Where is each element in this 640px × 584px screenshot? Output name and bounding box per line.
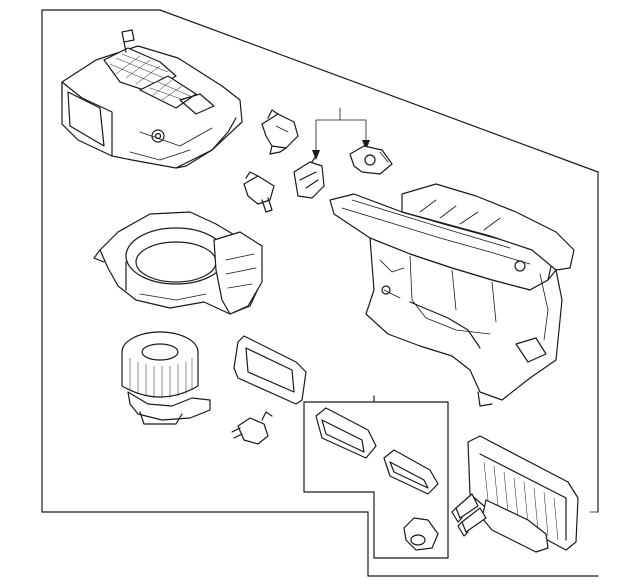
heater-core-seals-icon	[315, 407, 439, 551]
actuator-bracket-icon	[261, 109, 299, 155]
hvac-case-icon	[329, 183, 575, 407]
blower-motor-icon	[121, 331, 211, 425]
actuator-motor-icon	[293, 145, 393, 199]
heater-core-icon	[451, 435, 579, 553]
diagram-frame	[41, 9, 599, 577]
resistor-icon	[231, 411, 273, 445]
heater-core-seals-box	[303, 395, 449, 559]
callout-bracket	[312, 107, 370, 160]
seal-gasket-icon	[233, 335, 307, 405]
air-inlet-housing-icon	[61, 29, 243, 169]
mount-clip-icon	[243, 171, 275, 213]
blower-scroll-housing-icon	[93, 211, 263, 315]
